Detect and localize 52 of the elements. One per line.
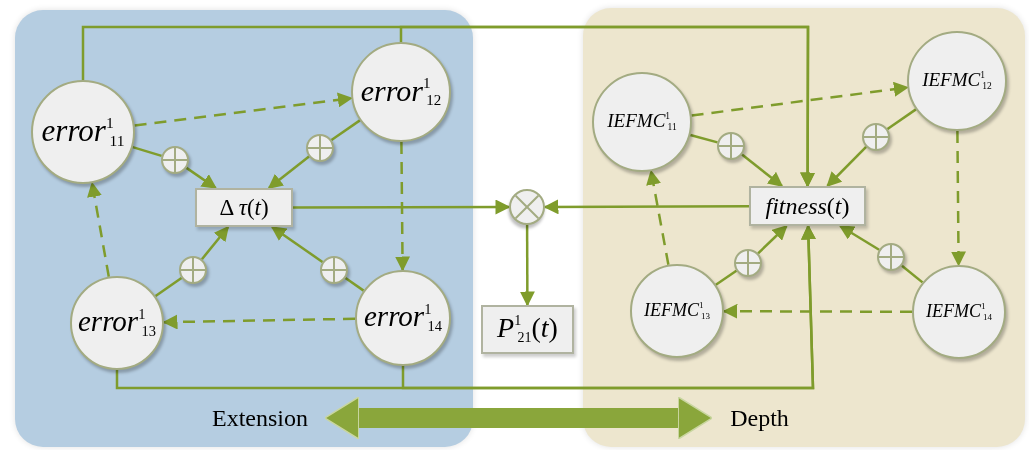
arrow bbox=[826, 146, 867, 188]
node-circle bbox=[355, 270, 451, 366]
arrow bbox=[394, 142, 410, 272]
arrow bbox=[722, 303, 912, 319]
panel-background bbox=[583, 8, 1025, 447]
arrow bbox=[293, 199, 511, 215]
arrow bbox=[399, 25, 816, 188]
connector-line bbox=[886, 108, 917, 131]
connector-line bbox=[154, 276, 183, 298]
arrow bbox=[838, 224, 880, 251]
arrow bbox=[401, 224, 816, 390]
node-circle bbox=[912, 265, 1006, 359]
connector-line bbox=[689, 133, 718, 144]
arrow bbox=[87, 181, 111, 277]
arrow bbox=[519, 225, 535, 307]
sum-junction bbox=[877, 243, 905, 271]
arrow bbox=[691, 81, 909, 117]
arrow bbox=[267, 155, 310, 189]
direction-label: Depth bbox=[712, 400, 807, 436]
double-arrow bbox=[324, 400, 713, 436]
panel-background bbox=[15, 10, 473, 447]
sum-junction bbox=[179, 256, 207, 284]
arrow bbox=[646, 169, 670, 266]
arrow bbox=[134, 92, 353, 127]
arrow bbox=[270, 225, 324, 264]
connector-line bbox=[344, 276, 365, 292]
arrow bbox=[185, 166, 217, 190]
sum-junction bbox=[717, 132, 745, 160]
connector-line bbox=[715, 269, 738, 286]
sum-junction bbox=[320, 256, 348, 284]
formula-box bbox=[195, 188, 293, 227]
formula-label: P$^{1}$$_{21}$(t) bbox=[497, 314, 558, 345]
arrow bbox=[162, 314, 356, 330]
arrow bbox=[757, 224, 788, 255]
connector-line bbox=[901, 264, 924, 284]
sum-junction bbox=[734, 249, 762, 277]
direction-label: Extension bbox=[195, 400, 325, 436]
sum-junction bbox=[862, 123, 890, 151]
formula-label: Δ τ(t) bbox=[219, 196, 269, 219]
formula-box bbox=[481, 305, 574, 354]
arrow bbox=[741, 153, 784, 187]
arrow bbox=[543, 199, 749, 215]
arrow bbox=[200, 225, 230, 260]
node-circle bbox=[351, 42, 451, 142]
formula-label: fitness(t) bbox=[765, 194, 850, 218]
sum-junction bbox=[161, 146, 189, 174]
sum-junction bbox=[306, 134, 334, 162]
arrow bbox=[951, 131, 966, 267]
connector-line bbox=[132, 145, 162, 158]
connector-line bbox=[330, 119, 361, 142]
node-circle bbox=[907, 31, 1007, 131]
formula-box bbox=[749, 186, 866, 226]
